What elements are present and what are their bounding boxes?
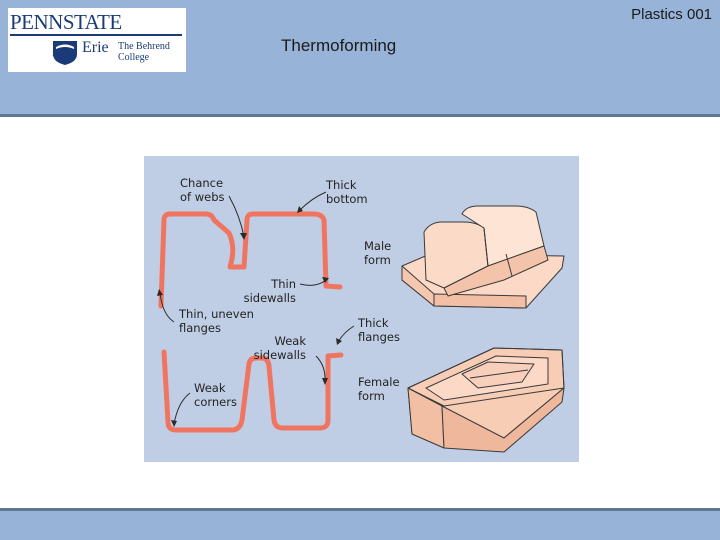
male-form-box [401, 205, 565, 309]
label-weak-corners: Weak corners [194, 381, 237, 409]
logo-year: 1855 [52, 51, 80, 58]
label-weak-sidewalls-line-2: sidewalls [253, 348, 306, 362]
logo-college-line-1: The Behrend [118, 41, 170, 52]
course-label: Plastics 001 [631, 6, 712, 23]
label-thick-bottom-line-2: bottom [326, 192, 368, 206]
female-form-tray [407, 347, 565, 453]
label-thin-uneven-flanges-line-2: flanges [179, 321, 221, 335]
label-thick-bottom-line-1: Thick [326, 178, 357, 192]
male-form-section [158, 211, 343, 309]
label-thick-flanges: Thick flanges [358, 316, 400, 344]
thermoforming-diagram: Chance of webs Thick bottom Male form Th… [144, 156, 579, 462]
label-female-form: Female form [358, 375, 400, 403]
logo-college-line-2: College [118, 52, 150, 63]
logo-college: The Behrend College [118, 41, 170, 63]
label-chance-of-webs-line-1: Chance [180, 176, 224, 190]
label-weak-corners-line-1: Weak [194, 381, 226, 395]
label-thick-bottom: Thick bottom [326, 178, 368, 206]
slide-title: Thermoforming [281, 36, 397, 55]
label-male-form: Male form [364, 239, 391, 267]
female-form-section [161, 349, 344, 433]
header-divider [0, 114, 720, 117]
label-thin-uneven-flanges: Thin, uneven flanges [179, 307, 254, 335]
footer-band [0, 511, 720, 540]
label-thin-sidewalls-line-2: sidewalls [243, 291, 296, 305]
label-thin-sidewalls-line-1: Thin [271, 277, 296, 291]
label-female-form-line-1: Female [358, 375, 400, 389]
label-thick-flanges-line-1: Thick [358, 316, 389, 330]
logo-rule [10, 34, 182, 36]
label-weak-sidewalls-line-1: Weak [274, 334, 306, 348]
label-chance-of-webs-line-2: of webs [180, 190, 225, 204]
label-weak-sidewalls: Weak sidewalls [248, 334, 306, 362]
label-male-form-line-2: form [364, 253, 391, 267]
logo-wordmark: PENNSTATE [10, 10, 122, 34]
label-chance-of-webs: Chance of webs [180, 176, 225, 204]
label-thin-uneven-flanges-line-1: Thin, uneven [179, 307, 254, 321]
label-thin-sidewalls: Thin sidewalls [242, 277, 296, 305]
label-weak-corners-line-2: corners [194, 395, 237, 409]
shield-icon [53, 41, 77, 65]
logo-campus: Erie [82, 39, 109, 56]
label-thick-flanges-line-2: flanges [358, 330, 400, 344]
university-logo: PENNSTATE 1855 Erie The Behrend College [8, 8, 186, 72]
label-female-form-line-2: form [358, 389, 385, 403]
footer-divider [0, 508, 720, 511]
label-male-form-line-1: Male [364, 239, 392, 253]
diagram-drawing [157, 191, 565, 453]
